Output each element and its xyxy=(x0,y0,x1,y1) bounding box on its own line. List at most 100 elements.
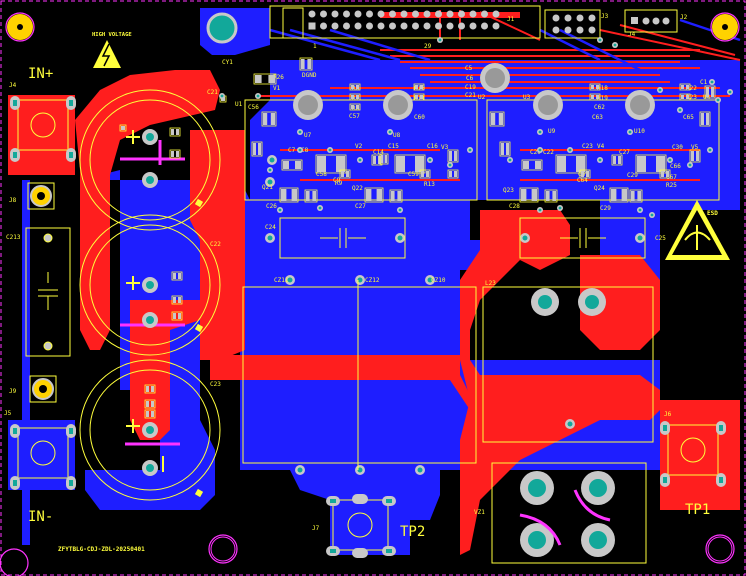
smd-pad xyxy=(415,95,418,99)
via-hole xyxy=(538,130,542,134)
via-hole xyxy=(298,148,302,152)
pin xyxy=(446,10,454,18)
capacitor-C24 xyxy=(279,217,406,259)
smd-outline xyxy=(589,83,601,91)
smd-pad xyxy=(176,129,179,135)
via-hole xyxy=(398,208,402,212)
ref-C56: C56 xyxy=(248,104,259,111)
smd-pad xyxy=(415,156,424,172)
via-hole xyxy=(318,206,322,210)
smd-outline xyxy=(679,93,691,101)
ref-C30: C30 xyxy=(672,144,683,151)
smd-pad xyxy=(454,171,457,177)
pin xyxy=(423,10,431,18)
pin xyxy=(366,10,373,18)
ref-R6: R6 xyxy=(352,85,360,92)
pin xyxy=(320,22,327,30)
smd-pad xyxy=(301,59,305,69)
ref-C60: C60 xyxy=(414,114,425,121)
via-hole xyxy=(328,148,332,152)
ref-J2: J2 xyxy=(680,14,688,21)
ref-C23: C23 xyxy=(210,381,221,388)
via-hole xyxy=(650,213,654,217)
ref-Q21: Q21 xyxy=(262,184,273,191)
via-hole xyxy=(508,158,512,162)
smd-outline xyxy=(171,271,183,281)
smd-pad xyxy=(535,161,541,169)
smd-pad xyxy=(396,156,405,172)
smd-outline xyxy=(349,93,361,101)
smd-outline xyxy=(659,169,671,179)
via-hole xyxy=(256,94,260,98)
ref-C64: C64 xyxy=(577,177,588,184)
ref-R13: R13 xyxy=(424,181,435,188)
smd-pad xyxy=(317,156,326,172)
smd-outline xyxy=(349,83,361,91)
smd-pad xyxy=(146,386,149,392)
pin xyxy=(366,22,373,30)
smd-pad xyxy=(637,156,646,172)
board-id-text: ZFYTBLG-CDJ-ZDL-20250401 xyxy=(58,546,145,553)
ref-C57: C57 xyxy=(349,113,360,120)
via-hole xyxy=(716,98,720,102)
smd-outline xyxy=(521,159,543,171)
smd-pad xyxy=(306,191,310,201)
smd-pad xyxy=(506,143,509,155)
through-hole-pads xyxy=(142,129,645,476)
capacitor-stripe-marks xyxy=(194,198,204,498)
pin xyxy=(354,10,362,18)
smd-pad xyxy=(521,189,527,201)
pin xyxy=(481,22,488,30)
top-signal-traces xyxy=(260,10,741,181)
via-hole xyxy=(628,130,632,134)
pin xyxy=(446,22,454,30)
pin xyxy=(377,10,385,18)
testpoint-J9 xyxy=(29,375,57,403)
via-hole xyxy=(668,158,672,162)
pin xyxy=(331,22,339,30)
ref-C21b: C21 xyxy=(465,92,476,99)
smd-outline xyxy=(339,169,351,179)
label-high-voltage: HIGH VOLTAGE xyxy=(92,32,132,38)
capacitor-polarity-marks xyxy=(126,130,164,472)
ref-J4: J4 xyxy=(9,82,17,89)
smd-pad xyxy=(611,189,617,201)
smd-pad xyxy=(420,95,423,99)
ref-pin29: 29 xyxy=(424,43,432,50)
ref-C21: C21 xyxy=(207,89,218,96)
smd-pad xyxy=(384,155,387,163)
pin xyxy=(576,14,584,22)
pin xyxy=(481,10,488,18)
pin xyxy=(564,26,572,34)
ref-U1: U1 xyxy=(235,101,243,108)
ref-U2: U2 xyxy=(478,94,486,101)
smd-pad xyxy=(346,171,349,177)
smd-pad xyxy=(253,143,256,155)
pin xyxy=(412,10,419,18)
via-hole xyxy=(598,158,602,162)
smd-pad xyxy=(454,151,457,161)
smd-pad xyxy=(268,75,275,83)
ref-V5: V5 xyxy=(691,144,699,151)
smd-pad xyxy=(661,171,664,177)
ref-V4: V4 xyxy=(597,143,605,150)
ref-R19: R19 xyxy=(597,95,608,102)
smd-pad xyxy=(291,189,297,201)
ref-V3: V3 xyxy=(441,144,449,151)
smd-outline xyxy=(315,154,347,174)
ref-J9: J9 xyxy=(9,388,17,395)
via-hole xyxy=(678,108,682,112)
connector-J4-in-plus xyxy=(10,96,76,162)
smd-pad xyxy=(281,189,287,201)
smd-outline xyxy=(253,73,277,85)
smd-pad xyxy=(501,143,504,155)
ref-C7: C7 xyxy=(288,147,296,154)
smd-pad xyxy=(376,189,382,201)
ref-R26: R26 xyxy=(273,74,284,81)
pin-square xyxy=(308,22,316,30)
ref-C8: C8 xyxy=(301,147,309,154)
smd-pad xyxy=(696,151,699,161)
smd-pad xyxy=(258,143,261,155)
smd-outline xyxy=(169,149,181,159)
smd-outline xyxy=(251,141,263,157)
